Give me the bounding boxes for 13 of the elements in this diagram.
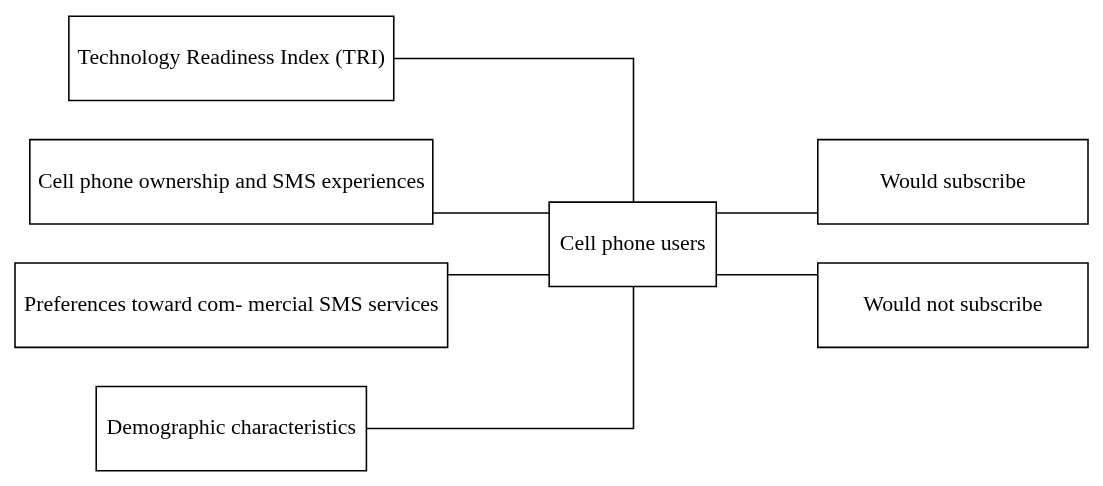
node-box: Would not subscribe [817,261,1089,348]
node-box: Would subscribe [817,138,1089,225]
node-box: Technology Readiness Index (TRI) [68,14,395,101]
node-box: Demographic characteristics [95,385,368,472]
node-box: Preferences toward com- mercial SMS services [14,261,449,348]
node-box: Cell phone users [548,200,718,287]
connector [715,273,819,275]
connector [366,285,635,429]
connector [715,211,819,214]
node-box: Cell phone ownership and SMS experiences [29,138,434,225]
connector [393,57,635,203]
connector [447,273,550,275]
connector [432,211,550,214]
